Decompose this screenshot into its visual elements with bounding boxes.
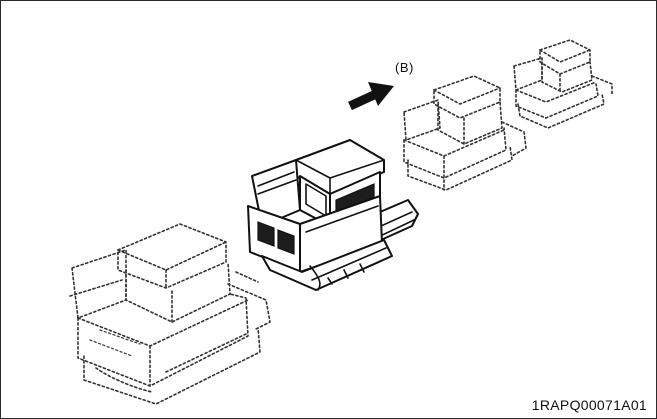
figure-code: 1RAPQ00071A01 [532, 397, 647, 413]
center-machine [248, 140, 418, 290]
phantom-machine-front [70, 224, 270, 404]
callout-label-b: (B) [395, 60, 414, 75]
phantom-machine-far [514, 40, 612, 128]
phantom-machine-middle [404, 76, 526, 190]
direction-arrow-icon [350, 82, 394, 106]
